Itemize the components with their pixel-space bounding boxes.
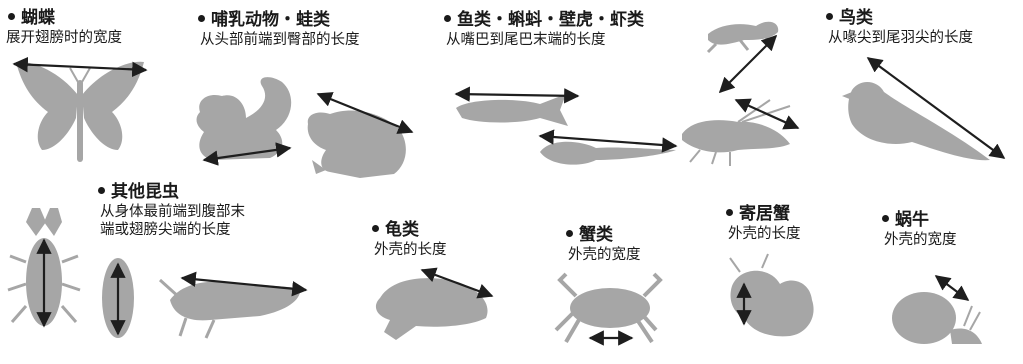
caption-title: 蜗牛 — [880, 210, 957, 231]
caption-title: 寄居蟹 — [724, 204, 801, 225]
fish-length-arrow — [454, 86, 580, 104]
shrimp-length-arrow — [734, 98, 800, 130]
caption-desc-line-2: 端或翅膀尖端的长度 — [100, 222, 231, 239]
caption-fish-etc: 鱼类・蝌蚪・壁虎・虾类 从嘴巴到尾巴末端的长度 — [442, 10, 644, 49]
caption-hermit-crab: 寄居蟹 外壳的长度 — [724, 204, 801, 243]
caption-bird: 鸟类 从喙尖到尾羽尖的长度 — [824, 8, 973, 47]
caption-title: 其他昆虫 — [96, 182, 245, 203]
bullet-icon — [372, 225, 379, 232]
caption-desc: 从喙尖到尾羽尖的长度 — [828, 30, 973, 47]
bullet-icon — [826, 13, 833, 20]
caption-desc: 从头部前端到臀部的长度 — [200, 32, 360, 49]
caption-title: 蟹类 — [564, 225, 641, 246]
bird-length-arrow — [866, 57, 1006, 159]
gecko-length-arrow — [718, 34, 778, 94]
frog-length-arrow — [316, 92, 414, 134]
grasshopper-icon — [158, 278, 301, 339]
squirrel-length-arrow — [202, 142, 292, 166]
caption-desc: 从嘴巴到尾巴末端的长度 — [446, 32, 606, 49]
caption-desc-line-1: 从身体最前端到腹部末 — [100, 204, 245, 221]
squirrel-icon — [196, 77, 292, 160]
bullet-icon — [726, 209, 733, 216]
crab-icon — [554, 272, 663, 344]
caption-title: 鱼类・蝌蚪・壁虎・虾类 — [442, 10, 644, 31]
caption-title: 龟类 — [370, 220, 447, 241]
caption-turtle: 龟类 外壳的长度 — [370, 220, 447, 259]
caption-desc: 外壳的宽度 — [884, 232, 957, 249]
hermit-crab-icon — [729, 253, 814, 337]
caption-title: 蝴蝶 — [6, 8, 122, 29]
bullet-icon — [8, 13, 15, 20]
caption-title: 鸟类 — [824, 8, 973, 29]
caption-desc: 外壳的宽度 — [568, 247, 641, 264]
butterfly-width-arrow — [12, 56, 148, 78]
shrimp-icon — [682, 99, 791, 166]
grasshopper-length-arrow — [180, 271, 308, 297]
turtle-length-arrow — [420, 267, 494, 299]
butterfly-icon — [16, 61, 144, 162]
bullet-icon — [566, 230, 573, 237]
frog-icon — [307, 110, 406, 178]
caption-title: 哺乳动物・蛙类 — [196, 10, 360, 31]
bullet-icon — [198, 15, 205, 22]
caption-desc: 展开翅膀时的宽度 — [6, 30, 122, 47]
caption-snail: 蜗牛 外壳的宽度 — [880, 210, 957, 249]
caption-mammal-frog: 哺乳动物・蛙类 从头部前端到臀部的长度 — [196, 10, 360, 49]
bullet-icon — [98, 187, 105, 194]
bullet-icon — [882, 215, 889, 222]
caption-crab: 蟹类 外壳的宽度 — [564, 225, 641, 264]
gecko-icon — [706, 21, 779, 54]
tadpole-length-arrow — [538, 129, 678, 153]
snail-icon — [892, 292, 982, 344]
fish-icon — [456, 94, 568, 126]
caption-desc: 外壳的长度 — [374, 242, 447, 259]
caption-butterfly: 蝴蝶 展开翅膀时的宽度 — [6, 8, 122, 47]
bullet-icon — [444, 15, 451, 22]
caption-desc: 外壳的长度 — [728, 226, 801, 243]
caption-insect: 其他昆虫 从身体最前端到腹部末 端或翅膀尖端的长度 — [96, 182, 245, 240]
snail-width-arrow — [934, 275, 970, 301]
